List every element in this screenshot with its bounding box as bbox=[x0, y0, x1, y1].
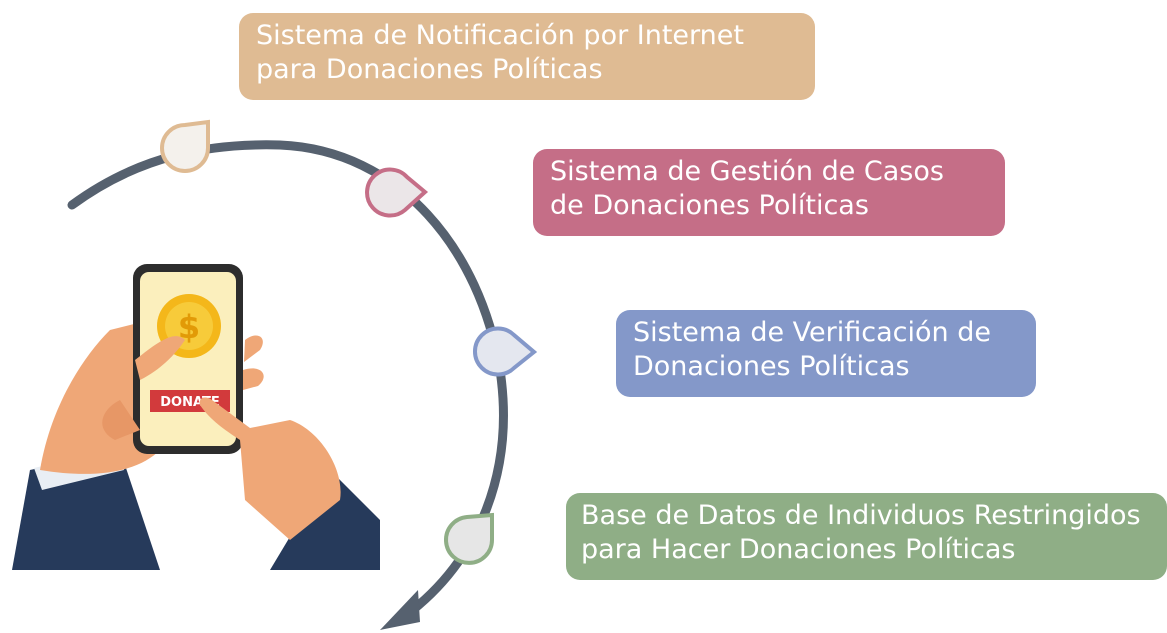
marker-4-icon bbox=[444, 512, 494, 565]
marker-2-icon bbox=[365, 167, 429, 218]
step-3-line-1: Sistema de Verificación de bbox=[633, 317, 991, 348]
step-4-label: Base de Datos de Individuos Restringidos… bbox=[566, 493, 1167, 580]
step-1-label: Sistema de Notificación por Internet par… bbox=[239, 13, 815, 100]
step-3-line-2: Donaciones Políticas bbox=[633, 351, 910, 382]
step-2-label: Sistema de Gestión de Casos de Donacione… bbox=[533, 149, 1005, 236]
marker-1-icon bbox=[160, 119, 210, 173]
hand-phone-donate-icon: $ DONATE bbox=[12, 264, 380, 570]
step-2-line-1: Sistema de Gestión de Casos bbox=[550, 156, 944, 187]
step-2-line-2: de Donaciones Políticas bbox=[550, 190, 869, 221]
marker-3-icon bbox=[473, 326, 538, 377]
step-1-line-2: para Donaciones Políticas bbox=[256, 54, 603, 85]
coin-symbol: $ bbox=[178, 308, 200, 346]
step-4-line-1: Base de Datos de Individuos Restringidos bbox=[581, 500, 1141, 531]
step-4-line-2: para Hacer Donaciones Políticas bbox=[581, 534, 1016, 565]
step-1-line-1: Sistema de Notificación por Internet bbox=[256, 20, 744, 51]
arrowhead-icon bbox=[380, 590, 420, 630]
step-3-label: Sistema de Verificación de Donaciones Po… bbox=[616, 310, 1036, 397]
